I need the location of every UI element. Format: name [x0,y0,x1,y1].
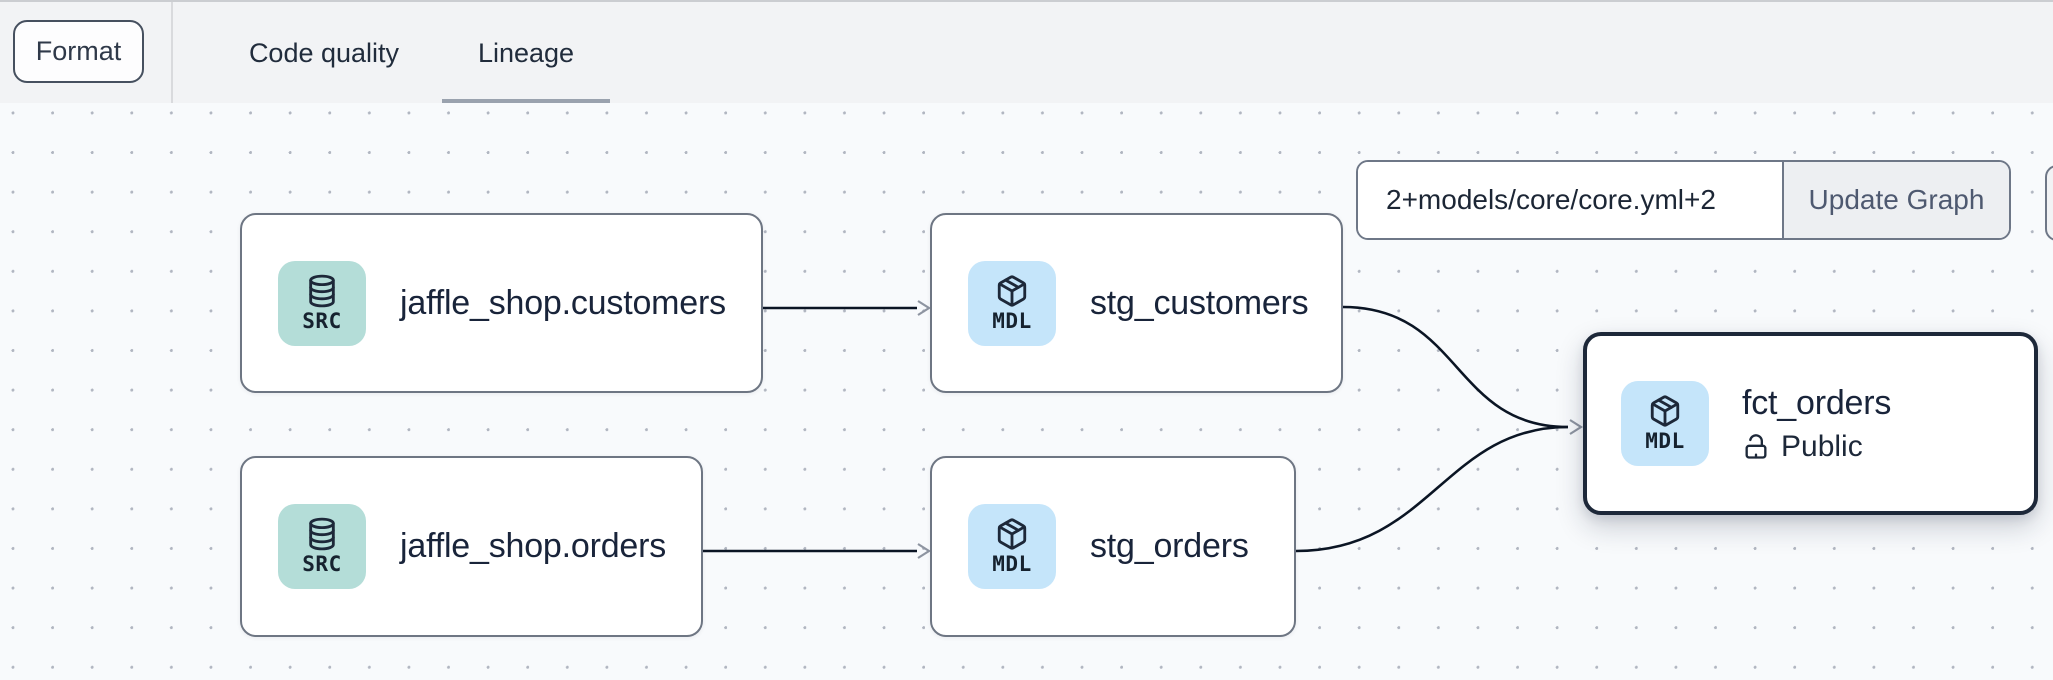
badge-label: MDL [992,308,1032,333]
node-stg-customers[interactable]: MDL stg_customers [930,213,1343,393]
node-text: fct_orders Public [1742,384,1891,464]
node-label: jaffle_shop.orders [400,527,667,565]
package-icon [994,517,1030,551]
edge-customers-to-stg-customers [763,300,932,316]
badge-label: SRC [302,552,342,576]
access-label: Public [1781,429,1863,463]
format-button[interactable]: Format [13,20,144,83]
toolbar-divider [171,2,173,105]
tab-code-quality[interactable]: Code quality [212,2,436,105]
badge-label: MDL [992,552,1032,576]
tab-code-quality-label: Code quality [248,38,400,68]
node-label: jaffle_shop.customers [400,283,726,322]
node-jaffle-shop-customers[interactable]: SRC jaffle_shop.customers [240,213,763,393]
node-stg-orders[interactable]: MDL stg_orders [930,456,1296,637]
edge-stg-customers-to-fct-orders [1342,305,1569,429]
node-label: fct_orders [1742,383,1892,422]
node-label: stg_orders [1090,527,1249,565]
database-icon [304,517,340,551]
tab-lineage-label: Lineage [477,38,575,68]
graph-selector-group: Update Graph [1356,160,2011,240]
package-icon [1647,394,1683,428]
tab-lineage[interactable]: Lineage [442,2,610,105]
node-fct-orders[interactable]: MDL fct_orders Public [1583,332,2038,515]
node-label: stg_customers [1090,283,1309,322]
model-badge: MDL [968,260,1056,346]
badge-label: SRC [302,308,342,333]
lineage-canvas[interactable]: SRC jaffle_shop.customers MDL stg_custom… [0,103,2053,680]
update-graph-button[interactable]: Update Graph [1782,162,2009,238]
package-icon [994,274,1030,308]
node-jaffle-shop-orders[interactable]: SRC jaffle_shop.orders [240,456,703,637]
selector-input[interactable] [1358,162,1782,238]
access-row: Public [1742,430,1891,464]
source-badge: SRC [278,504,366,589]
source-badge: SRC [278,260,366,346]
edge-orders-to-stg-orders [703,543,932,559]
edge-stg-orders-to-fct-orders [1295,419,1584,553]
model-badge: MDL [968,504,1056,589]
unlock-icon [1742,433,1770,461]
clipped-control[interactable] [2045,165,2053,241]
top-toolbar: Format Code quality Lineage [0,0,2053,105]
badge-label: MDL [1645,429,1685,453]
database-icon [304,274,340,308]
model-badge: MDL [1621,381,1709,466]
